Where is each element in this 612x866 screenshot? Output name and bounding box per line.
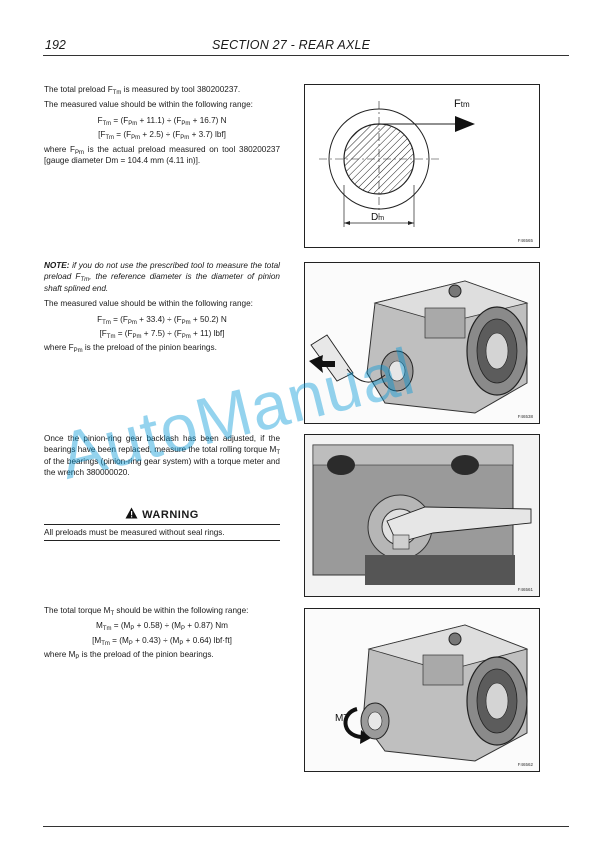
text-block-rolling-torque: Once the pinion-ring gear backlash has b… — [44, 433, 280, 483]
equation-lbf-ft: [MTm = (MP + 0.43) ÷ (MP + 0.64) lbf·ft] — [92, 635, 232, 647]
mt-label: MT — [335, 713, 349, 724]
rotation-arrow — [343, 707, 362, 739]
figure-code-3: F46561 — [517, 587, 533, 592]
equation-newton-2: FTm = (FPm + 33.4) ÷ (FPm + 50.2) N — [97, 314, 227, 326]
page-number: 192 — [45, 38, 66, 52]
section-title: SECTION 27 - REAR AXLE — [212, 38, 371, 52]
figure-code: F46565 — [517, 238, 533, 243]
force-label: Ftm — [454, 98, 470, 110]
note-paragraph: NOTE: if you do not use the prescribed t… — [44, 261, 280, 293]
figure-code-4: F46562 — [517, 762, 533, 767]
preload-tool — [310, 334, 354, 382]
header-rule — [43, 55, 569, 56]
figure-axle-torque: MT F46562 — [304, 608, 540, 772]
warning-rule — [44, 524, 280, 525]
figure-torque-wrench: F46561 — [304, 434, 540, 597]
intro-paragraph: The total preload FTm is measured by too… — [44, 85, 241, 96]
equation-nm: MTm = (MP + 0.58) ÷ (MP + 0.87) Nm — [95, 621, 229, 633]
warning-icon — [125, 507, 138, 519]
total-torque-paragraph: The total torque MT should be within the… — [44, 606, 249, 617]
figure-gauge-diagram: Ftm Dm F46565 — [304, 84, 540, 248]
torque-paragraph: Once the pinion-ring gear backlash has b… — [44, 434, 280, 478]
warning-text: All preloads must be measured without se… — [44, 528, 280, 541]
footer-rule — [43, 826, 569, 827]
figure-code-2: F46538 — [517, 414, 533, 419]
diameter-label: Dm — [371, 212, 384, 223]
figure-axle-with-gauge: F46538 — [304, 262, 540, 424]
where-paragraph: where FPm is the actual preload measured… — [44, 144, 280, 166]
force-arrow — [455, 116, 475, 132]
warning-box: WARNING All preloads must be measured wi… — [44, 507, 280, 541]
text-block-total-torque: The total torque MT should be within the… — [44, 605, 280, 665]
range-paragraph: The measured value should be within the … — [44, 100, 253, 110]
text-block-note: NOTE: if you do not use the prescribed t… — [44, 260, 280, 358]
warning-heading: WARNING — [44, 507, 280, 523]
where-paragraph-4: where MP is the preload of the pinion be… — [44, 650, 214, 662]
equation-newton: FTm = (FPm + 11.1) ÷ (FPm + 16.7) N — [97, 115, 227, 127]
equation-lbf: [FTm = (FPm + 2.5) ÷ (FPm + 3.7) lbf] — [98, 130, 226, 142]
push-arrow — [309, 355, 335, 373]
equation-lbf-2: [FTm = (FPm + 7.5) ÷ (FPm + 11) lbf] — [99, 329, 225, 341]
text-block-preload-tool: The total preload FTm is measured by too… — [44, 84, 280, 170]
range-paragraph-2: The measured value should be within the … — [44, 299, 253, 309]
where-paragraph-2: where FPm is the preload of the pinion b… — [44, 343, 217, 355]
gauge-diagram-svg: Ftm Dm — [319, 98, 475, 227]
